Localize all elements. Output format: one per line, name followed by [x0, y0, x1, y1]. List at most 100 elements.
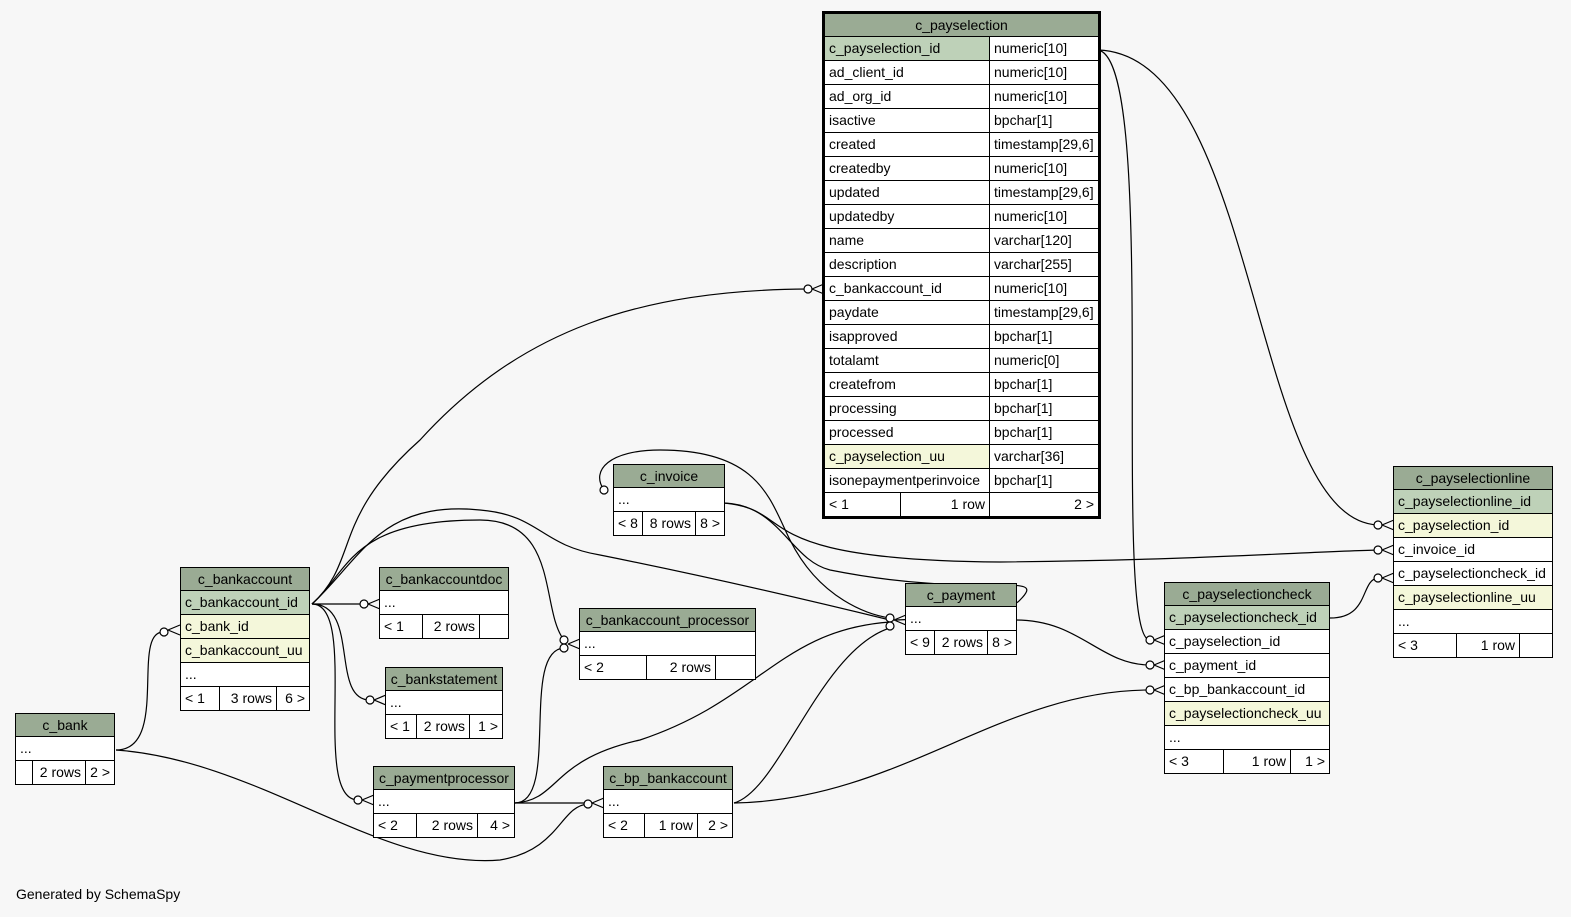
table-title[interactable]: c_bp_bankaccount [604, 767, 732, 790]
column-type: bpchar[1] [994, 400, 1053, 416]
column-row[interactable]: ... [604, 790, 732, 813]
table-c_bankaccount_processor[interactable]: c_bankaccount_processor ... < 2 2 rows [579, 608, 756, 680]
table-c_bp_bankaccount[interactable]: c_bp_bankaccount ... < 2 1 row 2 > [603, 766, 733, 838]
footer-children[interactable]: 8 > [992, 634, 1012, 650]
table-title[interactable]: c_payselection [825, 14, 1098, 37]
footer-parents[interactable] [16, 761, 33, 784]
footer-children[interactable]: 6 > [285, 690, 305, 706]
footer-children[interactable]: 8 > [700, 515, 720, 531]
table-title[interactable]: c_payselectionline [1394, 467, 1552, 490]
column-type: bpchar[1] [994, 376, 1053, 392]
column-row[interactable]: c_payment_id [1165, 654, 1329, 678]
footer-children[interactable] [716, 656, 755, 679]
table-c_payselectionline[interactable]: c_payselectionline c_payselectionline_id… [1393, 466, 1553, 658]
column-row[interactable]: ... [380, 591, 508, 614]
column-row[interactable]: c_payselectioncheck_id [1165, 606, 1329, 630]
footer-children[interactable]: 2 > [1074, 496, 1094, 512]
table-title[interactable]: c_bankaccount_processor [580, 609, 755, 632]
column-row[interactable]: c_payselectionline_id [1394, 490, 1552, 514]
column-row[interactable]: ... [386, 691, 502, 714]
footer-children[interactable] [480, 615, 508, 638]
column-row[interactable]: ... [580, 632, 755, 655]
column-type: bpchar[1] [994, 424, 1053, 440]
table-c_payselectioncheck[interactable]: c_payselectioncheck c_payselectioncheck_… [1164, 582, 1330, 774]
table-c_paymentprocessor[interactable]: c_paymentprocessor ... < 2 2 rows 4 > [373, 766, 515, 838]
table-title[interactable]: c_invoice [614, 465, 724, 488]
footer-children[interactable]: 2 > [708, 817, 728, 833]
table-title[interactable]: c_payselectioncheck [1165, 583, 1329, 606]
footer-children[interactable]: 1 > [478, 718, 498, 734]
column-row[interactable]: c_bp_bankaccount_id [1165, 678, 1329, 702]
footer-parents[interactable]: < 3 [1394, 634, 1457, 657]
table-c_payment[interactable]: c_payment ... < 9 2 rows 8 > [905, 583, 1017, 655]
footer-parents[interactable]: < 1 [380, 615, 423, 638]
crow-circle [1145, 635, 1155, 645]
footer-parents[interactable]: < 9 [906, 631, 935, 654]
table-title[interactable]: c_bankstatement [386, 668, 502, 691]
footer-parents[interactable]: < 8 [614, 512, 643, 535]
footer-parents[interactable]: < 1 [386, 715, 417, 738]
column-row[interactable]: ... [181, 663, 309, 686]
table-c_bank[interactable]: c_bank ... 2 rows 2 > [15, 713, 115, 785]
table-c_bankstatement[interactable]: c_bankstatement ... < 1 2 rows 1 > [385, 667, 503, 739]
footer-children[interactable]: 2 > [90, 764, 110, 780]
footer-children[interactable] [1520, 634, 1552, 657]
column-row[interactable]: ... [1394, 610, 1552, 633]
column-row[interactable]: c_payselectioncheck_id [1394, 562, 1552, 586]
column-row[interactable]: c_payselection_id [1394, 514, 1552, 538]
footer-rows: 2 rows [417, 715, 470, 738]
footer-parents[interactable]: < 2 [604, 814, 645, 837]
column-row[interactable]: ... [614, 488, 724, 511]
table-title[interactable]: c_bankaccountdoc [380, 568, 508, 591]
footer-parents[interactable]: < 1 [181, 687, 220, 710]
table-title[interactable]: c_payment [906, 584, 1016, 607]
edge-bpbankaccount-payment [733, 627, 891, 804]
table-title[interactable]: c_bank [16, 714, 114, 737]
footer-parents[interactable]: < 1 [825, 493, 901, 516]
footer-children[interactable]: 1 > [1305, 753, 1325, 769]
column-row[interactable]: c_payselectionline_uu [1394, 586, 1552, 610]
column-row[interactable]: ... [906, 607, 1016, 630]
column-row[interactable]: c_bankaccount_id [181, 591, 309, 615]
column-row[interactable]: c_bank_id [181, 615, 309, 639]
table-title[interactable]: c_paymentprocessor [374, 767, 514, 790]
footer-parents[interactable]: < 2 [580, 656, 647, 679]
column-row[interactable]: ... [16, 737, 114, 760]
table-footer: < 8 8 rows 8 > [614, 511, 724, 535]
column-row[interactable]: c_payselection_id [1165, 630, 1329, 654]
crow-circle [359, 599, 369, 609]
column-row[interactable]: c_payselectioncheck_uu [1165, 702, 1329, 726]
footer-parents[interactable]: < 2 [374, 814, 417, 837]
edge-bankaccount-processor [311, 519, 565, 641]
column-row[interactable]: ... [1165, 726, 1329, 749]
column-row[interactable]: c_bankaccount_uu [181, 639, 309, 663]
table-title[interactable]: c_bankaccount [181, 568, 309, 591]
table-c_bankaccountdoc[interactable]: c_bankaccountdoc ... < 1 2 rows [379, 567, 509, 639]
footer-children[interactable]: 4 > [490, 817, 510, 833]
column-row[interactable]: c_invoice_id [1394, 538, 1552, 562]
footer-parents[interactable]: < 3 [1165, 750, 1224, 773]
table-c_invoice[interactable]: c_invoice ... < 8 8 rows 8 > [613, 464, 725, 536]
column-row[interactable]: ... [374, 790, 514, 813]
